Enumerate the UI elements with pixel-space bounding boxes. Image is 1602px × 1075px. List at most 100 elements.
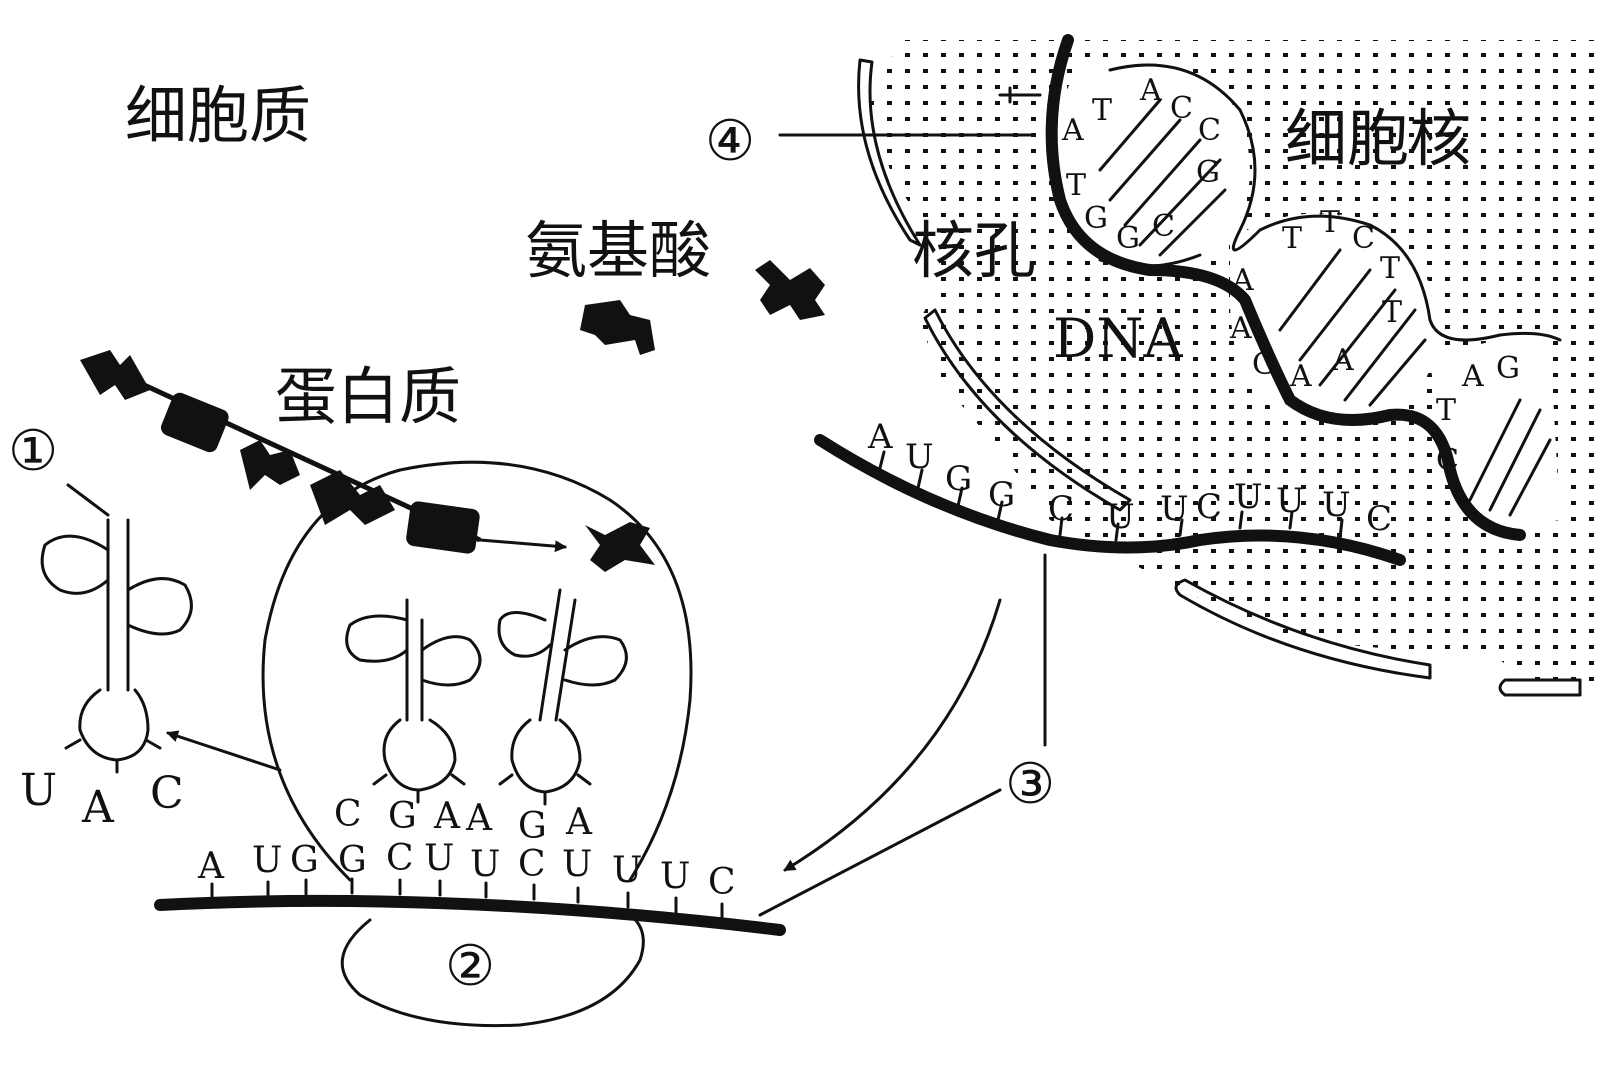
dna-helix: A T A C C T G G C G T T C A T A T G A A … <box>998 34 1562 541</box>
amino-acid <box>580 300 655 355</box>
anticodon-base: A <box>465 798 493 839</box>
mrna-base: U <box>470 844 500 885</box>
mrna-strand <box>154 894 786 936</box>
dna-base: G <box>1496 351 1520 386</box>
anticodon-base: A <box>565 802 593 843</box>
dna-base: C <box>1170 91 1193 126</box>
dna-base: C <box>1436 443 1459 478</box>
dna-base: G <box>1084 201 1108 236</box>
mrna-export-arrow <box>783 598 1002 872</box>
dna-base: T <box>1382 295 1402 330</box>
amino-acid-residue <box>585 522 655 572</box>
ribosome-small-subunit <box>340 913 645 1028</box>
mrna-base: U <box>612 850 642 891</box>
anticodon-base: C <box>334 794 362 835</box>
marker-1: ① <box>8 419 58 484</box>
free-trna-anticodon-base: C <box>150 768 184 819</box>
amino-acid-residue <box>80 350 150 400</box>
mrna-base: U <box>1160 489 1189 529</box>
marker-3: ③ <box>1005 752 1055 817</box>
mrna-base: U <box>660 856 690 897</box>
mrna-base: C <box>1048 489 1074 529</box>
dna-base: C <box>1152 209 1175 244</box>
dna-base: T <box>1436 393 1456 428</box>
mrna-base: U <box>1234 477 1263 517</box>
nuclear-envelope-segment <box>1174 578 1432 680</box>
dna-base: C <box>1198 113 1221 148</box>
mrna-base: G <box>945 459 972 499</box>
mrna-strand <box>814 434 1406 566</box>
dna-base: A <box>1289 359 1312 394</box>
mrna-base: U <box>905 437 934 477</box>
dna-strand-thin <box>1108 63 1562 342</box>
dna-base: A <box>1229 311 1252 346</box>
trna-bound-1: C G A <box>334 598 482 837</box>
base-pair-rungs <box>1098 98 1552 517</box>
dna-base: T <box>1066 168 1086 203</box>
mrna-base: A <box>867 417 893 457</box>
mrna-base: U <box>424 838 454 879</box>
mrna-ribosome: A U G G C U U C U U U C <box>154 838 786 936</box>
nucleus-label: 细胞核 <box>1285 102 1471 175</box>
free-trna-anticodon-base: U <box>20 765 57 816</box>
marker-2: ② <box>445 934 495 999</box>
dna-base: T <box>1380 251 1400 286</box>
mrna-base: U <box>252 840 282 881</box>
dna-base: T <box>1282 221 1302 256</box>
mrna-base: U <box>1322 485 1351 525</box>
mrna-base: C <box>518 844 546 885</box>
trna-free: U A C <box>20 518 193 833</box>
trna-bound-2: A G A <box>465 588 628 847</box>
mrna-base: G <box>988 475 1015 515</box>
nuclear-envelope-segment <box>857 58 922 247</box>
nuclear-envelope-segment <box>923 308 1132 512</box>
dna-base: G <box>1116 221 1140 256</box>
mrna-base: G <box>290 840 319 881</box>
dna-base: A <box>1331 343 1354 378</box>
mrna-base: A <box>197 846 225 887</box>
cytoplasm-label: 细胞质 <box>125 79 311 152</box>
trna-release-arrow <box>166 730 282 772</box>
mrna-base: C <box>386 838 414 879</box>
ribosome <box>261 460 693 1028</box>
peptide-growth-arrow <box>478 538 567 553</box>
amino-acid-residue <box>310 470 395 525</box>
dna-base: A <box>1231 263 1254 298</box>
amino-acid-label: 氨基酸 <box>525 214 711 287</box>
mrna-base: C <box>1196 487 1222 527</box>
leader-lines <box>66 133 1047 917</box>
mrna-base: C <box>1366 499 1392 539</box>
dna-base: G <box>1252 347 1276 382</box>
protein-label: 蛋白质 <box>275 360 461 433</box>
dna-base: A <box>1061 113 1084 148</box>
anticodon-base: G <box>518 806 547 847</box>
marker-4: ④ <box>705 109 755 174</box>
dna-base: T <box>1320 205 1340 240</box>
anticodon-base: G <box>388 796 417 837</box>
dna-base: A <box>1139 73 1162 108</box>
nucleus-region <box>857 40 1600 697</box>
nuclear-envelope-segment <box>1498 678 1582 697</box>
dna-strand-thick <box>1045 34 1526 541</box>
dna-base: T <box>1092 93 1112 128</box>
amino-acid-residue <box>160 392 229 453</box>
amino-acid-residue <box>240 440 300 490</box>
amino-acid <box>755 260 825 320</box>
mrna-base: C <box>708 862 736 903</box>
nucleoplasm-dots <box>870 40 1600 690</box>
polypeptide-chain <box>80 350 655 572</box>
amino-acid-residue <box>406 501 480 554</box>
nuclear-pore-label: 核孔 <box>912 214 1036 287</box>
anticodon-base: A <box>433 796 461 837</box>
free-amino-acids <box>580 260 825 355</box>
mrna-base: U <box>562 844 592 885</box>
mrna-base: U <box>1106 497 1135 537</box>
mrna-nucleus: A U G G C U U C U U U C <box>814 417 1406 566</box>
dna-label: DNA <box>1053 307 1184 370</box>
dna-base: G <box>1196 155 1220 190</box>
mrna-base: G <box>338 840 367 881</box>
dna-base: A <box>1461 359 1484 394</box>
mrna-base: U <box>1276 481 1305 521</box>
ribosome-large-subunit <box>261 460 693 882</box>
dna-base: C <box>1352 221 1375 256</box>
